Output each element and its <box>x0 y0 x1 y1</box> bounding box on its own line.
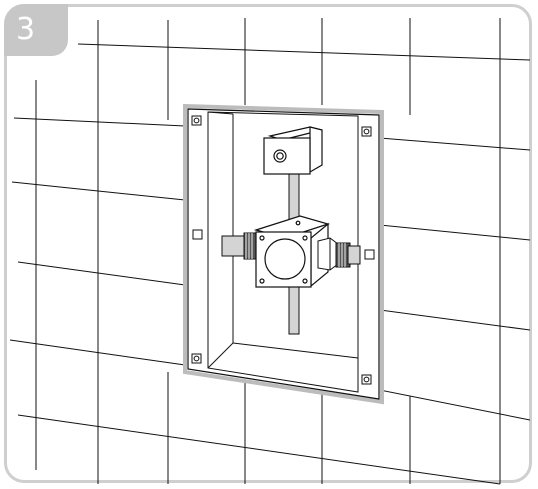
side-slot-icon <box>192 229 203 240</box>
step-number-badge: 3 <box>4 4 68 56</box>
tile-grid <box>9 18 531 485</box>
top-fitting-block <box>263 126 323 175</box>
right-outlet-pipe <box>317 237 361 271</box>
mounting-screw-holes <box>191 115 375 385</box>
side-slot-icon <box>364 249 375 260</box>
mixing-valve <box>253 215 331 288</box>
left-inlet-pipe <box>221 232 257 260</box>
